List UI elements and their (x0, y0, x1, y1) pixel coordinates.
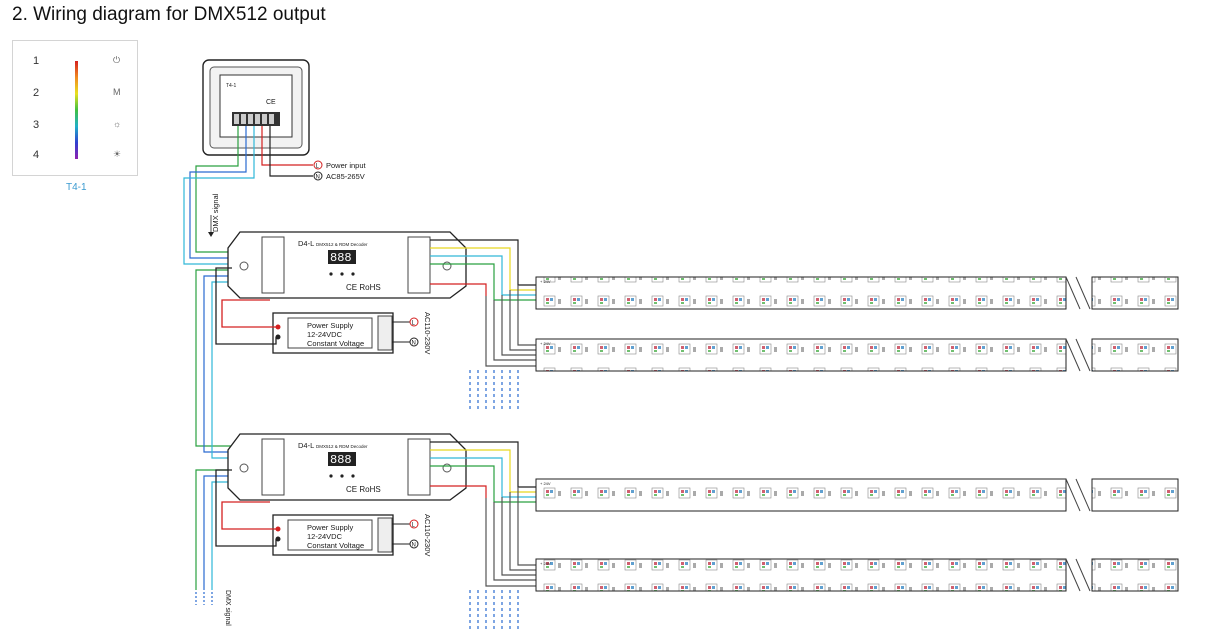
psu-2-line1: Power Supply (307, 523, 354, 532)
dmx-signal-wiring: DMX signal DMX signal (183, 126, 255, 626)
decoder-1-output-wiring (430, 239, 536, 412)
led-strip-3: + 24V (535, 478, 1179, 512)
brightness-icon: ☀ (113, 149, 122, 159)
power-supply-1: Power Supply 12-24VDC Constant Voltage L… (215, 267, 432, 354)
ce-mark: CE (266, 99, 276, 106)
strip-3-voltage-label: + 24V (540, 481, 551, 486)
color-slider (75, 61, 78, 159)
psu-2-live-letter: L (412, 523, 416, 529)
power-live-letter: L (316, 164, 320, 170)
decoder-1-model: D4-L (298, 239, 314, 248)
decoder-1-cert: CE RoHS (346, 283, 381, 292)
power-input: L N Power input AC85-265V (261, 126, 367, 181)
led-strip-2: + 24V (535, 338, 1179, 372)
decoder-2-cert: CE RoHS (346, 485, 381, 494)
decoder-2-display: 888 (330, 453, 352, 467)
wall-unit-model: T4-1 (226, 83, 237, 89)
power-neutral-letter: N (316, 175, 320, 181)
strip-4-voltage-label: + 24V (540, 561, 551, 566)
zone-1-label: 1 (33, 55, 40, 67)
page-title: 2. Wiring diagram for DMX512 output (12, 4, 326, 25)
decoder-1-subtitle: DMX512 & RDM Decoder (316, 242, 368, 247)
power-input-label: Power input (326, 161, 367, 170)
zone-2-label: 2 (33, 87, 40, 99)
dmx-signal-label-2: DMX signal (224, 590, 231, 626)
psu-2-ac-label: AC110-230V (423, 514, 432, 556)
panel-caption: T4-1 (66, 182, 87, 193)
decoder-1-display: 888 (330, 251, 352, 265)
dmx-signal-label: DMX signal (211, 193, 220, 232)
scene-icon: ☼ (113, 119, 122, 129)
decoder-2-subtitle: DMX512 & RDM Decoder (316, 444, 368, 449)
decoder-1: D4-L DMX512 & RDM Decoder 888 CE RoHS (227, 231, 467, 299)
zone-3-label: 3 (33, 119, 40, 131)
power-supply-2: Power Supply 12-24VDC Constant Voltage L… (215, 469, 432, 556)
power-input-voltage: AC85-265V (326, 172, 365, 181)
t4-1-panel: 1 2 3 4 ⏻ M ☼ ☀ (12, 40, 138, 176)
psu-1-line1: Power Supply (307, 321, 354, 330)
decoder-2: D4-L DMX512 & RDM Decoder 888 CE RoHS (227, 433, 467, 501)
strip-1-voltage-label: + 24V (540, 279, 551, 284)
psu-1-ac-label: AC110-230V (423, 312, 432, 354)
psu-2-line3: Constant Voltage (307, 541, 364, 550)
psu-1-line2: 12-24VDC (307, 330, 343, 339)
wall-unit: T4-1 CE (202, 59, 310, 156)
decoder-2-output-wiring (430, 441, 536, 632)
psu-1-live-letter: L (412, 321, 416, 327)
mode-icon: M (113, 87, 121, 97)
strip-2-voltage-label: + 24V (540, 341, 551, 346)
psu-1-neutral-letter: N (412, 341, 416, 347)
decoder-2-model: D4-L (298, 441, 314, 450)
psu-2-neutral-letter: N (412, 543, 416, 549)
led-strip-1: + 24V (535, 276, 1179, 310)
power-icon: ⏻ (113, 55, 121, 65)
led-strip-4: + 24V (535, 558, 1179, 592)
zone-4-label: 4 (33, 149, 40, 161)
psu-1-line3: Constant Voltage (307, 339, 364, 348)
psu-2-line2: 12-24VDC (307, 532, 343, 541)
